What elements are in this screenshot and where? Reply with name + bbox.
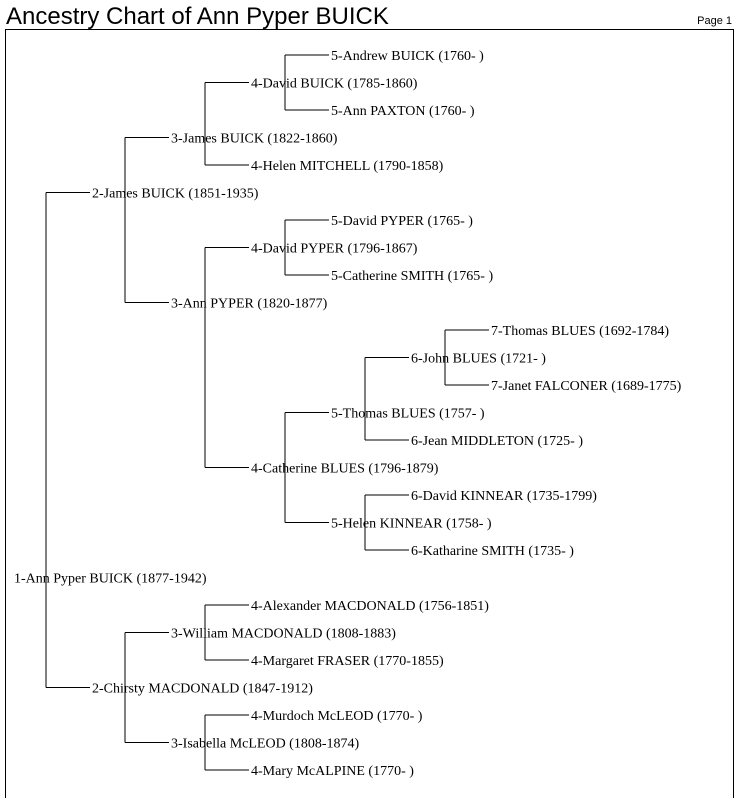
person-label: 3-Ann PYPER (1820-1877) <box>171 297 328 312</box>
person-label: 4-Murdoch McLEOD (1770- ) <box>251 709 423 724</box>
person-label: 5-David PYPER (1765- ) <box>331 214 473 229</box>
person-label: 7-Thomas BLUES (1692-1784) <box>491 324 669 339</box>
person-label: 6-Katharine SMITH (1735- ) <box>411 544 574 559</box>
person-label: 5-Thomas BLUES (1757- ) <box>331 407 485 422</box>
person-label: 6-Jean MIDDLETON (1725- ) <box>411 434 583 449</box>
person-label: 4-Helen MITCHELL (1790-1858) <box>251 159 444 174</box>
chart-frame <box>5 29 734 798</box>
person-label: 5-Catherine SMITH (1765- ) <box>331 269 493 284</box>
chart-title: Ancestry Chart of Ann Pyper BUICK <box>6 3 389 30</box>
person-label: 4-David PYPER (1796-1867) <box>251 242 418 257</box>
page-number: Page 1 <box>697 15 732 27</box>
person-label: 4-Catherine BLUES (1796-1879) <box>251 462 439 477</box>
person-label: 4-Alexander MACDONALD (1756-1851) <box>251 599 489 614</box>
person-label: 5-Helen KINNEAR (1758- ) <box>331 517 492 532</box>
person-label: 5-Ann PAXTON (1760- ) <box>331 104 475 119</box>
person-label: 6-John BLUES (1721- ) <box>411 352 546 367</box>
person-label: 6-David KINNEAR (1735-1799) <box>411 489 597 504</box>
person-label: 4-Margaret FRASER (1770-1855) <box>251 654 444 669</box>
person-label: 5-Andrew BUICK (1760- ) <box>331 49 484 64</box>
person-label: 2-Chirsty MACDONALD (1847-1912) <box>92 682 313 697</box>
person-label: 7-Janet FALCONER (1689-1775) <box>491 379 682 394</box>
person-label: 1-Ann Pyper BUICK (1877-1942) <box>14 572 207 587</box>
person-label: 4-Mary McALPINE (1770- ) <box>251 764 414 779</box>
person-label: 4-David BUICK (1785-1860) <box>251 77 418 92</box>
person-label: 3-James BUICK (1822-1860) <box>171 132 338 147</box>
person-label: 2-James BUICK (1851-1935) <box>92 187 259 202</box>
person-label: 3-William MACDONALD (1808-1883) <box>171 627 396 642</box>
person-label: 3-Isabella McLEOD (1808-1874) <box>171 737 360 752</box>
